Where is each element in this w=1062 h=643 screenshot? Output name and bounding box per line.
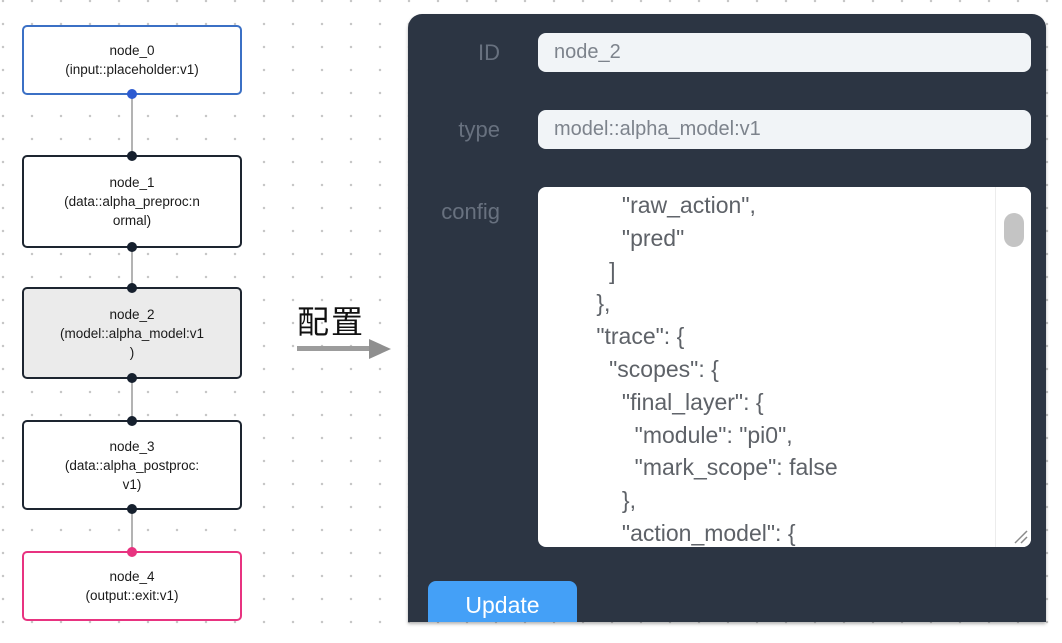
config-line: }, [558, 290, 611, 317]
flow-node-node_2-selected[interactable]: node_2 (model::alpha_model:v1 ) [22, 283, 242, 383]
input-port[interactable] [127, 283, 137, 293]
config-json-textarea[interactable]: "raw_action", "pred" ] }, "trace": { "sc… [538, 187, 1031, 547]
edge-node3-node4 [131, 510, 133, 551]
config-line: "trace": { [558, 323, 685, 350]
config-line: "action_model": { [558, 519, 796, 546]
config-line: "pred" [558, 224, 685, 251]
output-port[interactable] [127, 504, 137, 514]
edge-node0-node1 [131, 95, 133, 155]
output-port[interactable] [127, 242, 137, 252]
node-subtitle: (model::alpha_model:v1 [59, 325, 205, 341]
type-input[interactable] [538, 110, 1031, 149]
node-subtitle: (data::alpha_postproc: [64, 457, 200, 473]
config-line: ] [558, 257, 616, 284]
update-button[interactable]: Update [428, 581, 577, 622]
node-subtitle: (data::alpha_preproc:n [64, 194, 200, 209]
node-title: node_4 [109, 569, 155, 584]
config-scrollbar-track[interactable] [995, 187, 1031, 547]
flow-node-node_3[interactable]: node_3 (data::alpha_postproc: v1) [22, 416, 242, 514]
output-port[interactable] [127, 373, 137, 383]
config-line: }, [558, 487, 636, 514]
edge-node1-node2 [131, 248, 133, 287]
config-line: "raw_action", [558, 192, 756, 218]
config-scrollbar-thumb[interactable] [1004, 213, 1024, 247]
input-port[interactable] [127, 547, 137, 557]
id-field-label: ID [478, 39, 500, 65]
node-subtitle: (output::exit:v1) [85, 588, 179, 603]
configure-arrow-icon [297, 339, 391, 359]
config-line: "scopes": { [558, 355, 719, 382]
flow-node-node_1[interactable]: node_1 (data::alpha_preproc:n ormal) [22, 151, 242, 252]
config-line: "module": "pi0", [558, 421, 793, 448]
type-field-label: type [458, 116, 500, 142]
config-field-label: config [441, 199, 500, 224]
id-input[interactable] [538, 33, 1031, 72]
flow-node-node_0[interactable]: node_0 (input::placeholder:v1) [22, 25, 242, 99]
textarea-resize-handle-icon[interactable] [1011, 527, 1028, 544]
node-subtitle: ) [129, 344, 135, 360]
node-subtitle: v1) [122, 476, 142, 492]
node-title: node_1 [109, 175, 155, 190]
config-json-content: "raw_action", "pred" ] }, "trace": { "sc… [558, 189, 994, 547]
edge-node2-node3 [131, 379, 133, 420]
node-subtitle: ormal) [112, 213, 152, 228]
input-port[interactable] [127, 151, 137, 161]
config-line: "final_layer": { [558, 388, 764, 415]
node-title: node_3 [109, 438, 155, 454]
node-title: node_2 [109, 306, 155, 322]
output-port[interactable] [127, 89, 137, 99]
node-subtitle: (input::placeholder:v1) [65, 62, 199, 77]
node-config-panel: ID type config "raw_action", "pred" ] },… [408, 14, 1046, 622]
flow-node-node_4[interactable]: node_4 (output::exit:v1) [22, 547, 242, 621]
configure-label: 配置 [297, 304, 366, 340]
node-title: node_0 [109, 43, 155, 58]
input-port[interactable] [127, 416, 137, 426]
config-line: "mark_scope": false [558, 454, 838, 481]
